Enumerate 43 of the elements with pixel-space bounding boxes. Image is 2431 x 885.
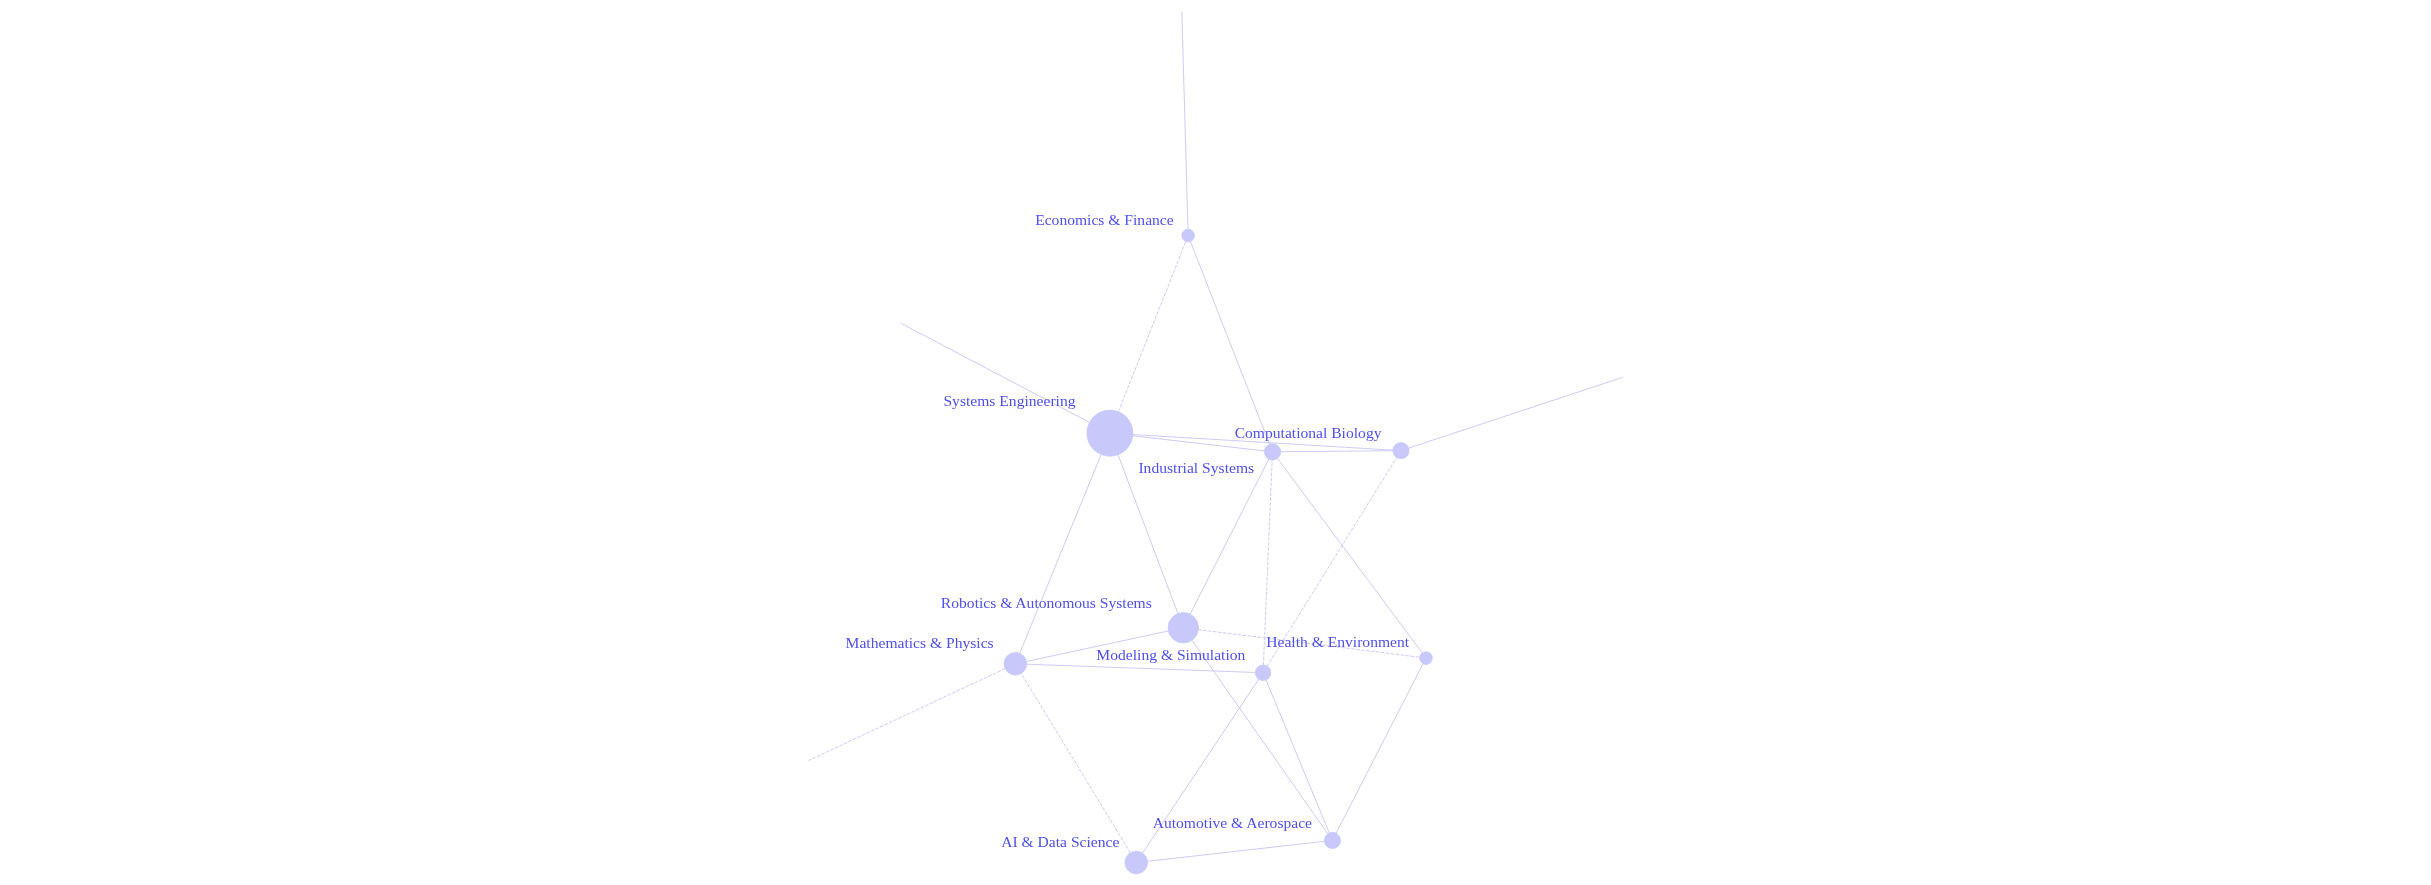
connector <box>1191 640 1329 835</box>
connector <box>1026 663 1256 673</box>
node-circle <box>1264 443 1282 461</box>
connector <box>1181 11 1189 230</box>
node-label: Robotics & Autonomous Systems <box>940 593 1152 611</box>
node-circle <box>1323 831 1341 849</box>
connector <box>1190 241 1270 445</box>
node-circle <box>1124 850 1148 875</box>
node-label: Systems Engineering <box>943 391 1076 409</box>
connector <box>1408 376 1624 449</box>
connector <box>1117 454 1179 614</box>
node-label: Modeling & Simulation <box>1096 646 1246 664</box>
node-circle <box>1167 612 1199 644</box>
connector <box>1118 241 1187 413</box>
node-label: AI & Data Science <box>1001 832 1120 850</box>
connector <box>808 668 1006 761</box>
connector <box>1263 459 1273 666</box>
connector <box>1198 629 1420 658</box>
node-label: Computational Biology <box>1234 423 1382 441</box>
node-circle <box>1254 664 1272 681</box>
connector <box>900 322 1090 423</box>
connector <box>1266 457 1398 667</box>
connector <box>1147 840 1325 862</box>
connector <box>1132 435 1265 452</box>
node-label: Economics & Finance <box>1035 210 1174 228</box>
connector <box>1132 434 1394 451</box>
connector <box>1189 458 1270 615</box>
node-label: Automotive & Aerospace <box>1152 813 1313 831</box>
node-circle <box>1003 652 1028 676</box>
connector <box>1026 630 1169 662</box>
node-label: Industrial Systems <box>1138 458 1255 476</box>
connector <box>1019 454 1102 654</box>
node-circle <box>1086 409 1134 457</box>
node-label: Health & Environment <box>1266 633 1410 651</box>
connector <box>1335 663 1424 834</box>
node-circle <box>1392 442 1410 460</box>
node-circle <box>1181 228 1195 243</box>
node-circle <box>1419 651 1433 665</box>
connector <box>1142 678 1260 854</box>
connector <box>1265 679 1330 834</box>
connector <box>1277 458 1423 654</box>
node-label: Mathematics & Physics <box>845 633 994 651</box>
connector <box>1021 673 1131 854</box>
